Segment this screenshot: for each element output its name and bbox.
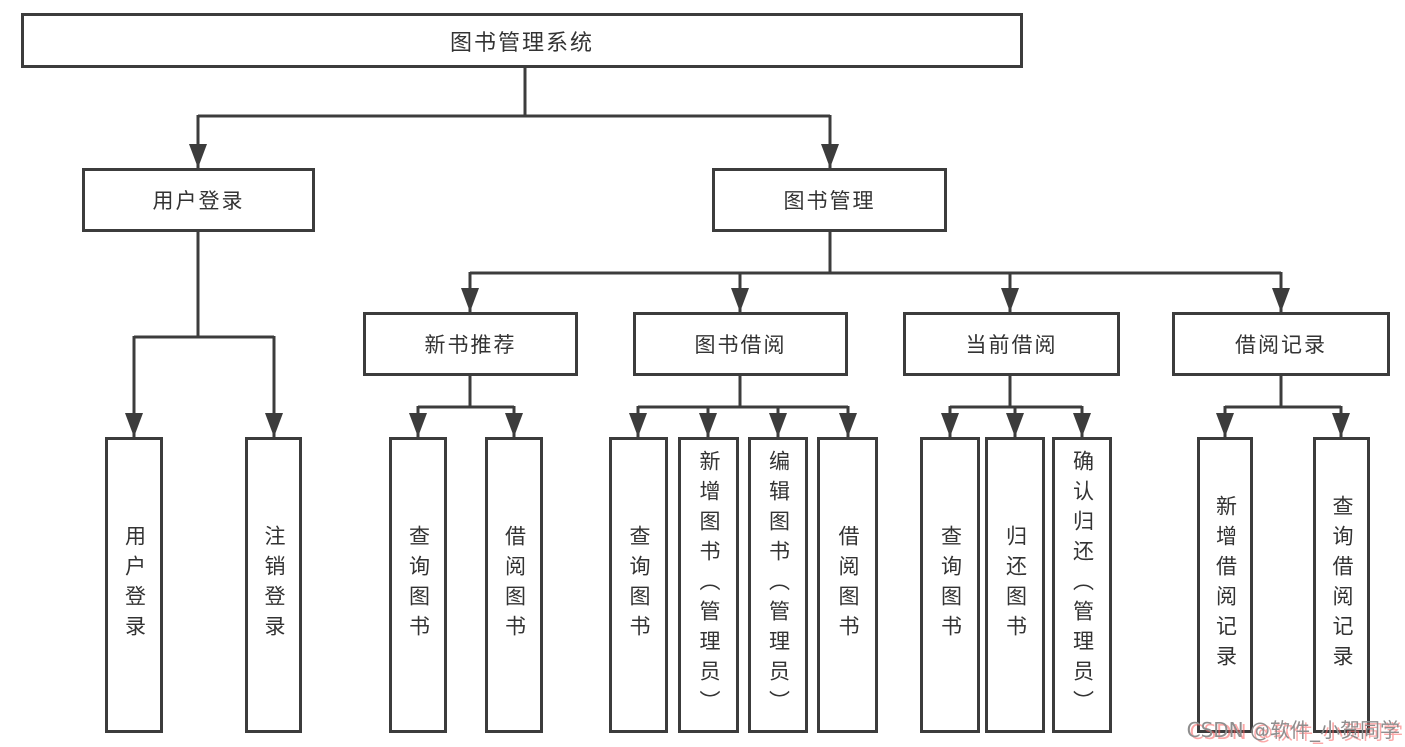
node-book-borrow: 图书借阅 <box>633 312 848 376</box>
node-current-borrow: 当前借阅 <box>903 312 1120 376</box>
leaf-confirm-return-admin: 确认归还（管理员） <box>1052 437 1112 733</box>
node-user-login: 用户登录 <box>82 168 315 232</box>
leaf-return-book: 归还图书 <box>985 437 1045 733</box>
node-root: 图书管理系统 <box>21 13 1023 68</box>
leaf-add-borrow-record: 新增借阅记录 <box>1197 437 1253 733</box>
node-new-book-recommend: 新书推荐 <box>363 312 578 376</box>
leaf-edit-book-admin: 编辑图书（管理员） <box>748 437 808 733</box>
leaf-query-borrow-record: 查询借阅记录 <box>1313 437 1370 733</box>
leaf-query-books-current: 查询图书 <box>920 437 980 733</box>
leaf-query-books-borrow: 查询图书 <box>609 437 668 733</box>
node-book-management: 图书管理 <box>712 168 947 232</box>
leaf-logout-login: 注销登录 <box>245 437 302 733</box>
leaf-user-login: 用户登录 <box>105 437 163 733</box>
leaf-borrow-books: 借阅图书 <box>817 437 878 733</box>
leaf-borrow-books-recommend: 借阅图书 <box>485 437 543 733</box>
csdn-watermark: CSDN @软件_小贺同学 <box>1186 718 1400 742</box>
node-borrow-records: 借阅记录 <box>1172 312 1390 376</box>
leaf-query-books-recommend: 查询图书 <box>389 437 447 733</box>
leaf-add-book-admin: 新增图书（管理员） <box>678 437 739 733</box>
